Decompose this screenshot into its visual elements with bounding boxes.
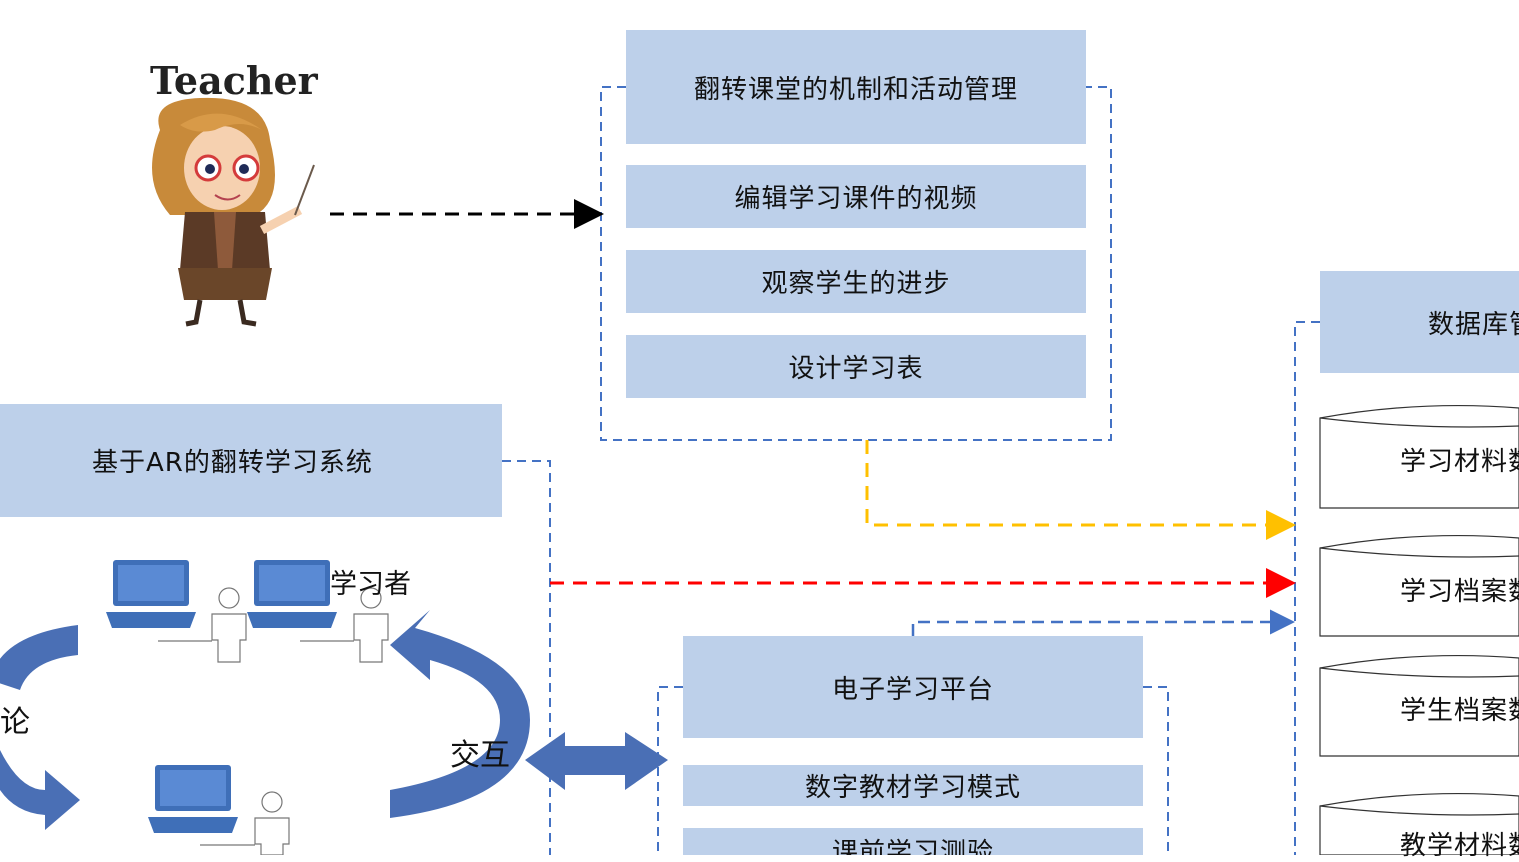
laptop-icon [148,765,238,833]
learner-label: 学习者 [330,569,411,600]
platform-item: 数字教材学习模式 [683,765,1143,806]
laptop-icon [106,560,196,628]
teacher-panel-item: 观察学生的进步 [626,250,1086,313]
db-cylinder-1 [1319,404,1519,509]
cycle-arrow-right [390,610,530,818]
database-cylinders [1319,404,1519,855]
laptop-icons [106,560,337,833]
teacher-panel-item: 设计学习表 [626,335,1086,398]
teacher-group-container [600,86,1112,441]
laptop-icon [247,560,337,628]
database-item-label: 教学材料数 [1400,831,1519,861]
database-item-label: 学生档案数 [1400,696,1519,726]
person-icons [158,587,389,855]
system-connector [502,460,551,855]
teacher-label: Teacher [150,58,318,103]
cycle-left-label: 论 [0,705,30,740]
teacher-panel-header: 翻转课堂的机制和活动管理 [626,30,1086,144]
platform-group-container [657,686,1169,855]
platform-header: 电子学习平台 [683,636,1143,738]
database-group-container [1294,321,1320,855]
person-icon [300,587,389,663]
database-header: 数据库管 [1320,271,1519,373]
database-item-label: 学习档案数 [1400,577,1519,607]
teacher-to-database-arrow [865,440,1296,540]
interaction-double-arrow [525,732,668,790]
database-item-label: 学习材料数 [1400,447,1519,477]
cycle-right-label: 交互 [450,738,510,773]
db-cylinder-2-rim [1319,547,1519,558]
platform-to-database-arrow [911,609,1295,636]
teacher-panel-item: 编辑学习课件的视频 [626,165,1086,228]
cycle-arrows [0,610,668,830]
person-icon [200,791,290,855]
cycle-arrow-left-bottom [0,750,80,830]
cycle-arrow-left-top [0,625,78,690]
person-icon [158,587,247,663]
platform-item: 课前学习测验 [683,828,1143,855]
db-cylinder-4-rim [1319,805,1519,816]
teacher-illustration [152,97,315,327]
system-title-box: 基于AR的翻转学习系统 [0,404,502,517]
db-cylinder-3-rim [1319,667,1519,678]
db-cylinder-1-rim [1319,417,1519,428]
